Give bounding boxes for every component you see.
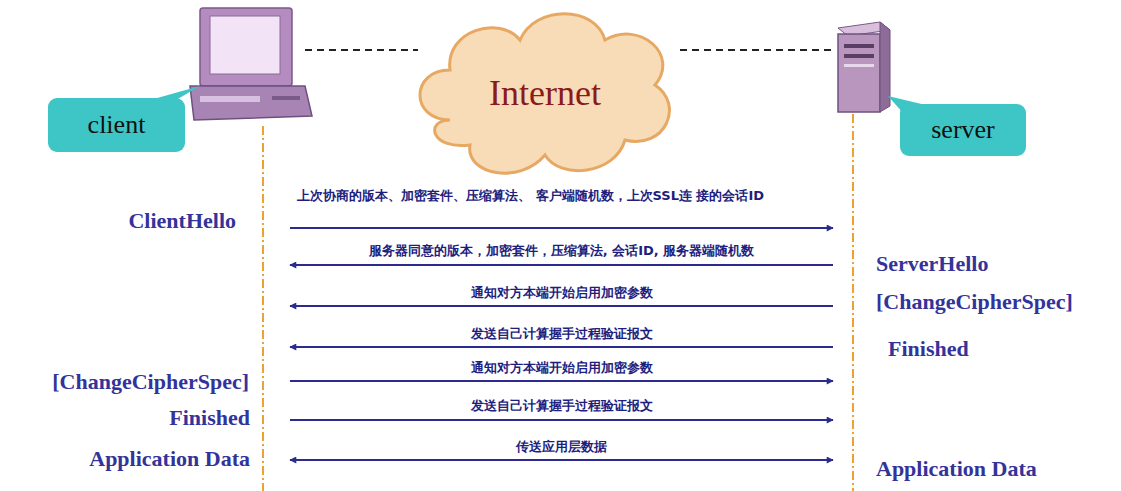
message-text: 发送自己计算握手过程验证报文 (290, 397, 833, 415)
network-link (680, 49, 832, 51)
node-label: server (931, 115, 995, 145)
node-label: Internet (489, 72, 601, 114)
internet-cloud: Internet (410, 0, 680, 185)
message-name: Application Data (876, 456, 1037, 482)
lifeline (852, 114, 854, 491)
message-arrow (290, 264, 833, 266)
message-name: ClientHello (128, 208, 236, 234)
message-name: [ChangeCipherSpec] (876, 289, 1073, 315)
message-name: [ChangeCipherSpec] (52, 369, 249, 395)
message-name: ServerHello (876, 251, 988, 277)
computer-icon (190, 8, 312, 120)
message-arrow (290, 227, 833, 229)
message-arrow (290, 419, 833, 421)
message-name: Application Data (89, 446, 250, 472)
client-callout: client (48, 98, 185, 152)
lifeline (262, 126, 264, 491)
server-icon (838, 22, 890, 112)
message-text: 通知对方本端开始启用加密参数 (290, 284, 833, 302)
message-name: Finished (888, 336, 969, 362)
message-text: 通知对方本端开始启用加密参数 (290, 359, 833, 377)
message-arrow (290, 380, 833, 382)
message-arrow (290, 305, 833, 307)
message-text: 发送自己计算握手过程验证报文 (290, 325, 833, 343)
message-text: 传送应用层数据 (290, 438, 833, 456)
message-arrow (290, 459, 833, 461)
server-callout: server (900, 104, 1026, 156)
message-name: Finished (169, 405, 250, 431)
message-arrow (290, 346, 833, 348)
network-link (305, 49, 418, 51)
message-text: 服务器同意的版本，加密套件，压缩算法, 会话ID, 服务器端随机数 (290, 242, 833, 260)
message-text: 上次协商的版本、加密套件、压缩算法、 客户端随机数，上次SSL连 接的会话ID (297, 187, 822, 205)
node-label: client (88, 110, 146, 140)
